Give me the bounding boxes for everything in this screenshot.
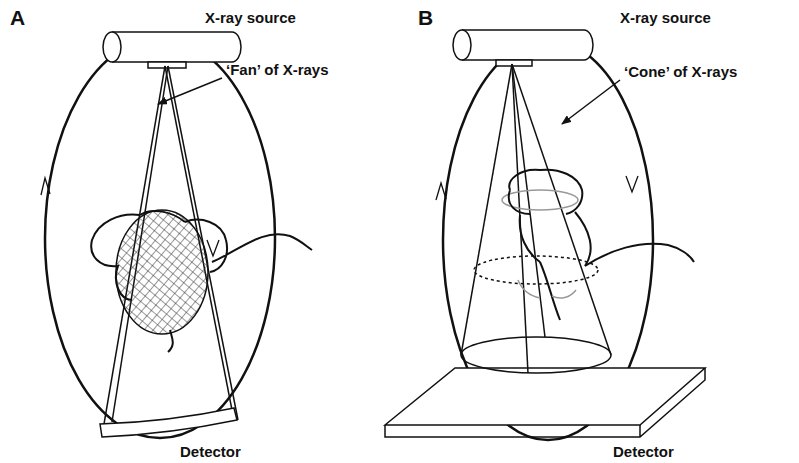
part-label: Detector	[613, 444, 674, 461]
leader-arrow	[158, 78, 222, 104]
leader-arrow	[562, 80, 620, 124]
part-label: Detector	[180, 444, 241, 461]
rotation-arrow	[436, 183, 446, 200]
xray-fan	[104, 66, 238, 424]
detector-edge	[385, 368, 705, 437]
xray-source	[103, 32, 241, 68]
part-label: ‘Cone’ of X-rays	[624, 64, 737, 81]
mouse-outline	[509, 170, 694, 320]
mouse-body-slice	[116, 210, 208, 334]
xray-source	[453, 30, 593, 66]
rotation-arrow	[207, 240, 219, 256]
xray-cone	[461, 64, 611, 373]
flat-panel-detector	[385, 368, 705, 425]
detector-arc	[100, 408, 237, 437]
rotation-arrow	[626, 176, 638, 192]
mouse-outline	[91, 211, 312, 352]
part-label: ‘Fan’ of X-rays	[226, 62, 329, 79]
part-label: X-ray source	[620, 10, 711, 27]
cone-cross-section	[474, 256, 598, 284]
gantry-ring	[45, 38, 275, 438]
panel-letter: A	[10, 6, 25, 29]
part-label: X-ray source	[205, 10, 296, 27]
rotation-arrow	[41, 178, 50, 195]
panel-letter: B	[418, 6, 433, 29]
mouse-contour	[518, 280, 576, 298]
